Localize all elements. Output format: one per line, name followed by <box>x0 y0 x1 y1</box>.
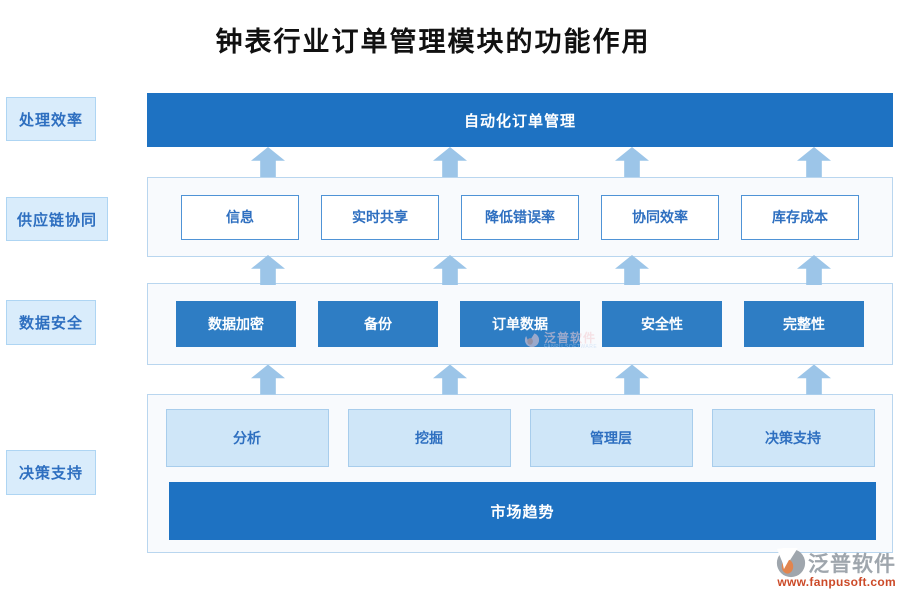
data-security-row: 数据加密 备份 订单数据 安全性 完整性 泛普软件 FANPU SOFTWARE <box>147 283 893 365</box>
up-arrow-icon <box>797 364 831 395</box>
up-arrow-icon <box>251 147 285 177</box>
up-arrow-icon <box>251 364 285 395</box>
top-bar-auto-order-management: 自动化订单管理 <box>147 93 893 147</box>
side-label-text: 供应链协同 <box>17 211 98 229</box>
side-label-data-security: 数据安全 <box>6 300 96 345</box>
fanpu-logo-icon <box>776 548 806 578</box>
side-label-text: 决策支持 <box>18 465 83 482</box>
arrow-row-1 <box>147 147 893 177</box>
up-arrow-icon <box>251 255 285 285</box>
fanpu-logo-icon <box>524 332 540 348</box>
watermark-center: 泛普软件 FANPU SOFTWARE <box>524 332 597 350</box>
box-information: 信息 <box>181 194 299 240</box>
box-collaboration-efficiency: 协同效率 <box>601 194 719 240</box>
up-arrow-icon <box>797 147 831 177</box>
logo-brand-text: 泛普软件 <box>808 553 896 576</box>
side-label-decision-support: 决策支持 <box>6 450 96 495</box>
diagram-body: 自动化订单管理 信息 实时共享 降低错误率 协同效率 库存成本 数据加密 备份 … <box>147 93 893 553</box>
box-mining: 挖掘 <box>347 409 511 467</box>
box-analysis: 分析 <box>165 409 329 467</box>
side-label-supply-chain-collaboration: 供应链协同 <box>6 197 109 241</box>
box-error-rate-reduction: 降低错误率 <box>461 194 579 240</box>
box-inventory-cost: 库存成本 <box>741 194 859 240</box>
up-arrow-icon <box>433 147 467 177</box>
side-label-processing-efficiency: 处理效率 <box>6 97 96 141</box>
up-arrow-icon <box>797 255 831 285</box>
box-backup: 备份 <box>318 301 438 347</box>
bottom-bar-market-trends: 市场趋势 <box>169 482 876 540</box>
page-title: 钟表行业订单管理模块的功能作用 <box>215 27 651 57</box>
box-order-data: 订单数据 <box>460 301 580 347</box>
watermark-brand: 泛普软件 <box>544 331 597 345</box>
box-security: 安全性 <box>602 301 722 347</box>
box-integrity: 完整性 <box>744 301 864 347</box>
arrow-row-2 <box>147 255 893 285</box>
box-data-encryption: 数据加密 <box>176 301 296 347</box>
up-arrow-icon <box>433 364 467 395</box>
side-label-text: 数据安全 <box>18 315 83 332</box>
up-arrow-icon <box>615 147 649 177</box>
decision-support-row: 分析 挖掘 管理层 决策支持 市场趋势 <box>147 394 893 553</box>
up-arrow-icon <box>433 255 467 285</box>
box-realtime-sharing: 实时共享 <box>321 194 439 240</box>
side-label-text: 处理效率 <box>18 111 83 129</box>
supply-chain-row: 信息 实时共享 降低错误率 协同效率 库存成本 <box>147 177 893 257</box>
box-management-level: 管理层 <box>529 409 693 467</box>
up-arrow-icon <box>615 364 649 395</box>
watermark-subtext: FANPU SOFTWARE <box>544 344 598 350</box>
box-decision-support: 决策支持 <box>711 409 875 467</box>
up-arrow-icon <box>615 255 649 285</box>
fanpu-logo: 泛普软件 www.fanpusoft.com <box>756 548 896 589</box>
decision-boxes-row: 分析 挖掘 管理层 决策支持 <box>148 409 892 467</box>
arrow-row-3 <box>147 364 893 395</box>
logo-url-text: www.fanpusoft.com <box>777 575 896 589</box>
